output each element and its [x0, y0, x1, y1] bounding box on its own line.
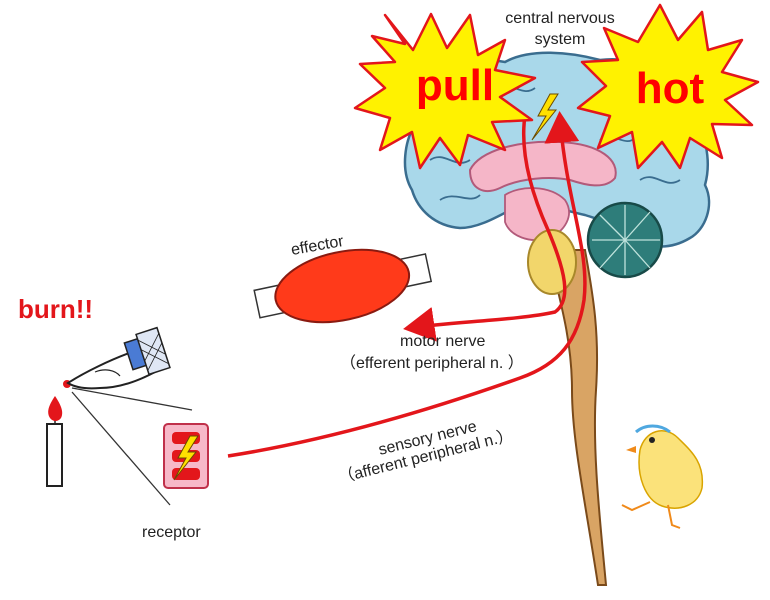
- cerebellum: [586, 201, 664, 279]
- motor-nerve-label-line1: motor nerve: [400, 333, 485, 350]
- burn-label: burn!!: [18, 294, 93, 324]
- effector-muscle: [253, 248, 433, 324]
- spinal-cord: [546, 249, 608, 586]
- hot-label: hot: [636, 64, 705, 113]
- pull-label: pull: [416, 61, 494, 110]
- candle: [46, 423, 63, 487]
- hot-starburst: [576, 3, 760, 170]
- cns-label-line2: system: [535, 31, 586, 48]
- candle-flame-icon: [48, 396, 63, 421]
- receptor-icon: [163, 423, 209, 489]
- corpus-callosum: [468, 140, 617, 192]
- motor-nerve-label-line2: （efferent peripheral n. ）: [340, 354, 524, 372]
- receptor-label: receptor: [142, 524, 201, 541]
- chick-icon: [621, 424, 704, 529]
- zoom-line-bottom: [71, 391, 171, 506]
- zoom-line-top: [71, 387, 193, 411]
- cns-label-line1: central nervous: [505, 10, 614, 27]
- pointing-hand-icon: [66, 326, 171, 390]
- brain-lightning-bolt-icon: [531, 93, 559, 141]
- motor-nerve-path: [403, 114, 567, 342]
- sensory-nerve-path: [227, 111, 587, 458]
- pull-starburst: [353, 12, 537, 170]
- lightning-bolt-icon: [173, 435, 199, 481]
